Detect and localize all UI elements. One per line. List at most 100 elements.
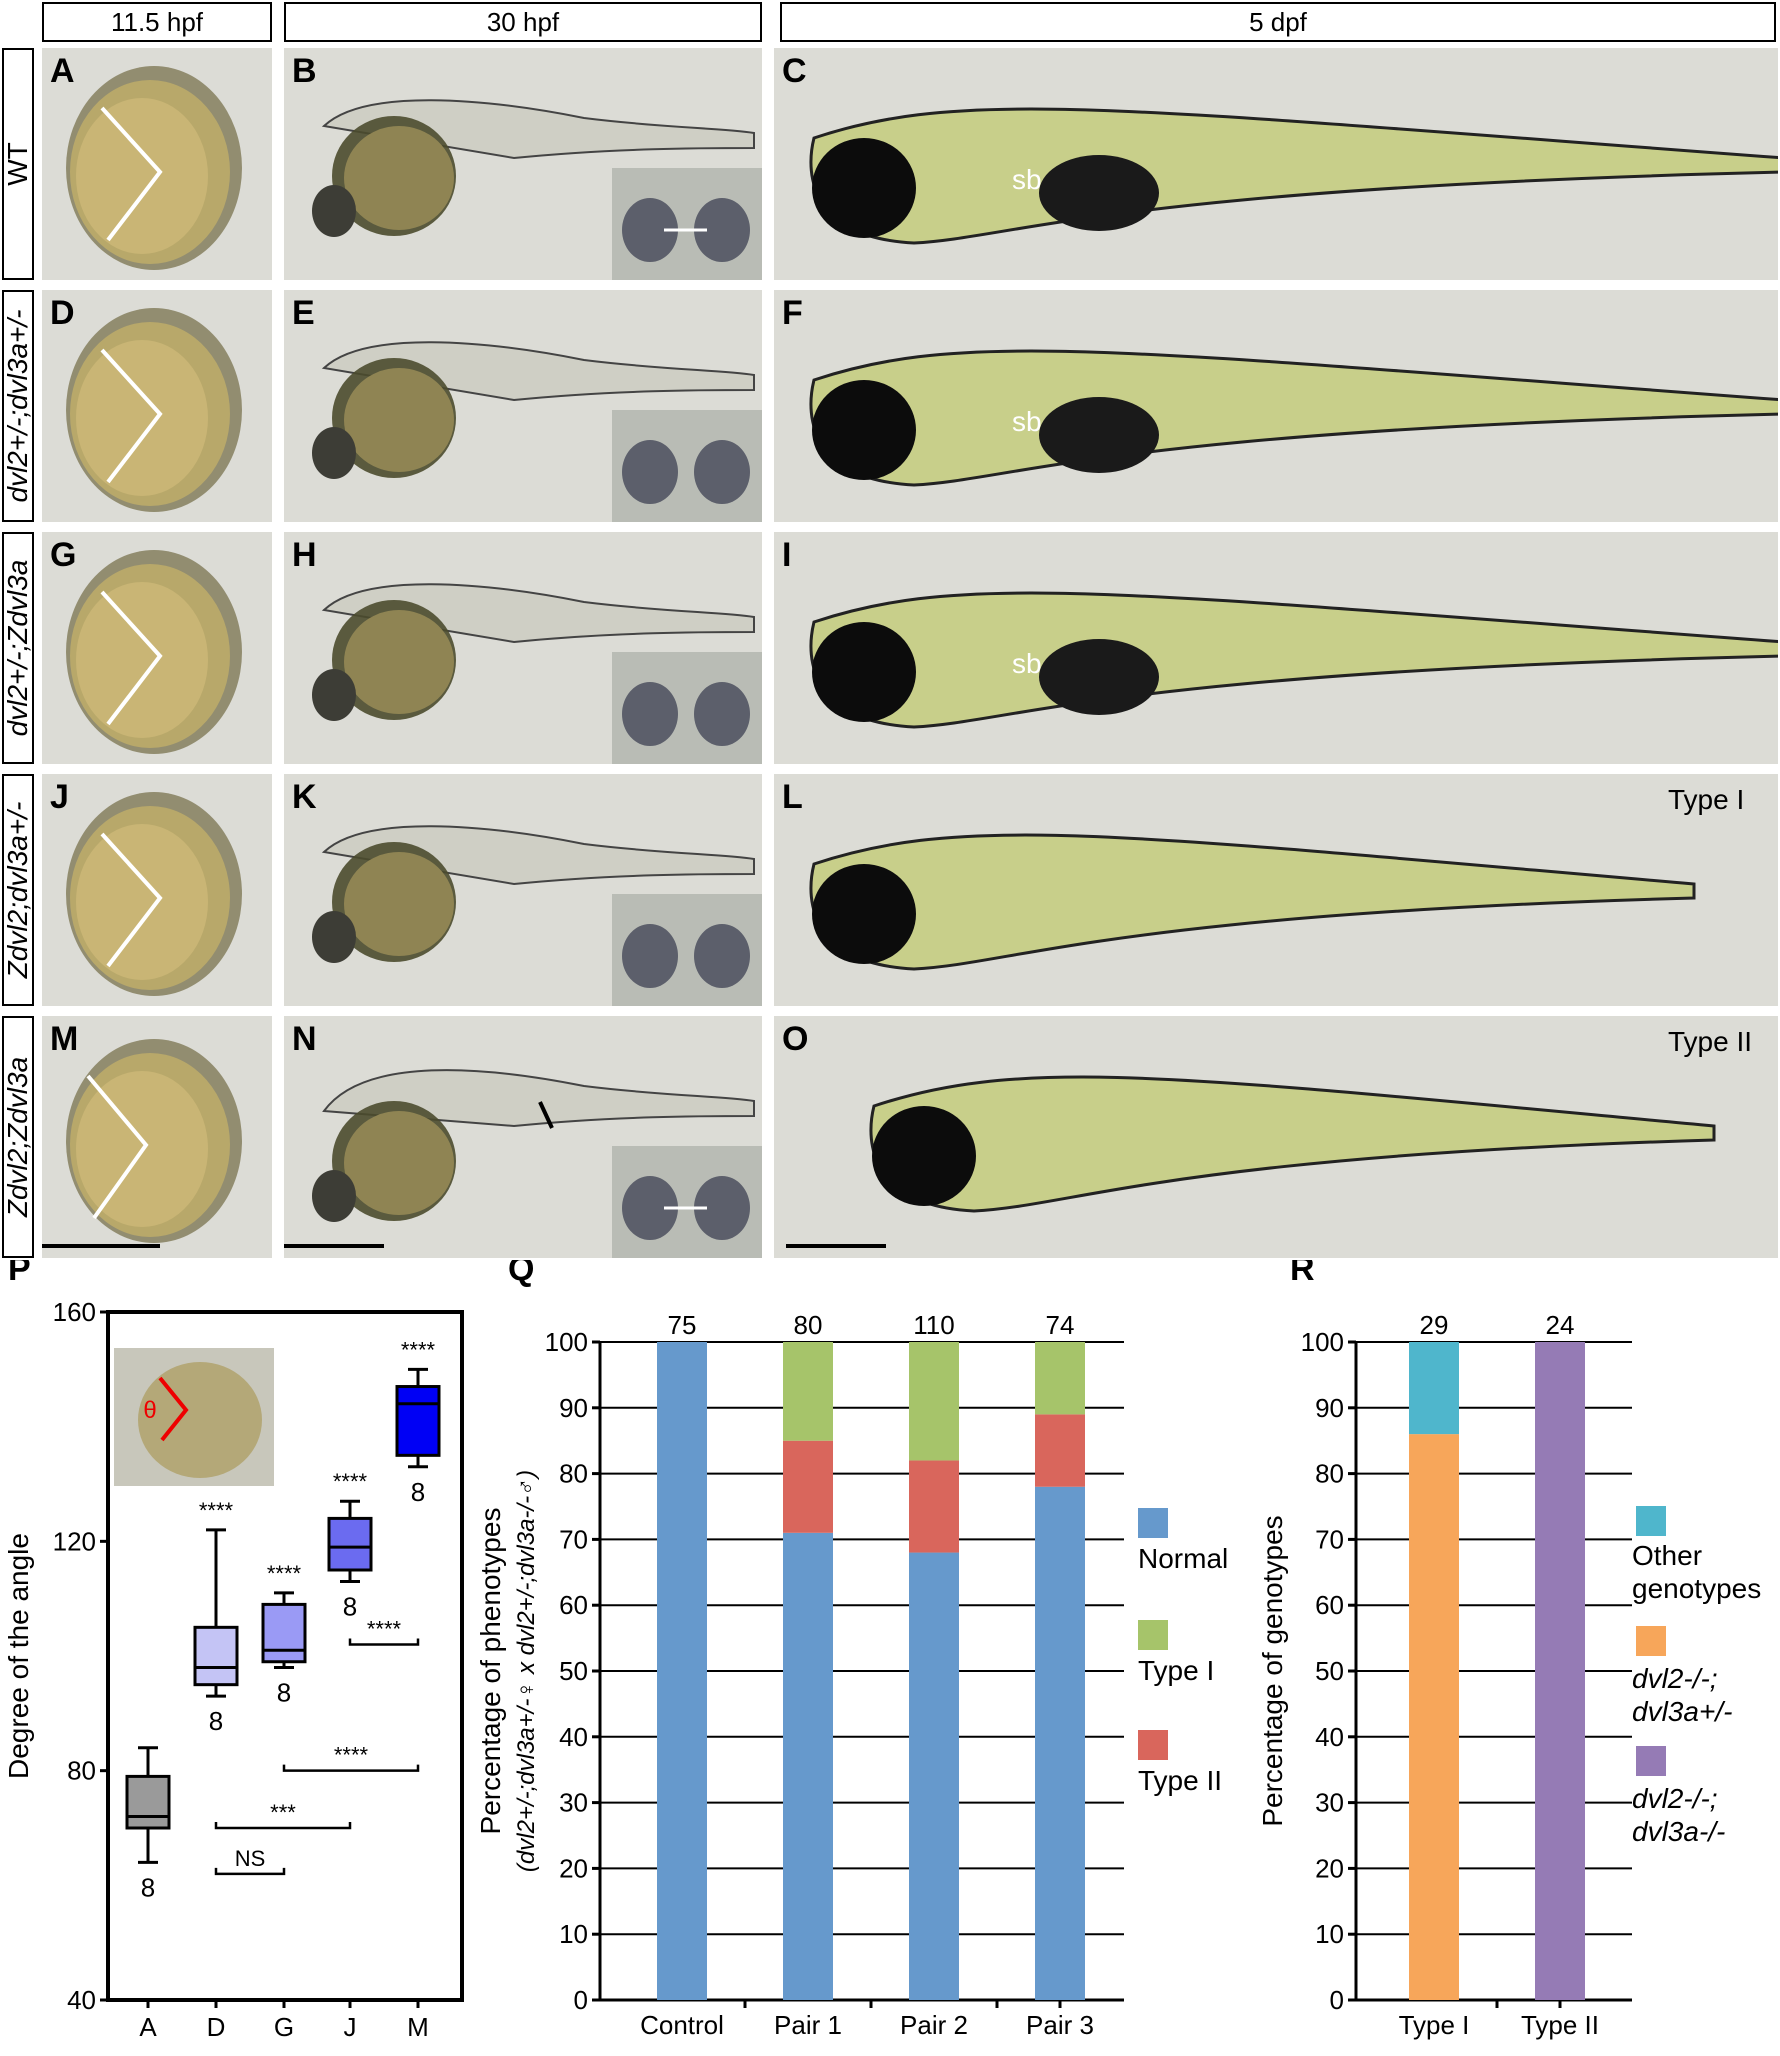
- row-label-double-het: dvl2+/-;dvl3a+/-: [2, 290, 34, 522]
- type-i-tag: Type I: [1668, 784, 1745, 815]
- y-tick-label: 50: [559, 1656, 588, 1686]
- comparison-bracket: [282, 1764, 420, 1772]
- y-tick-label: 10: [1315, 1919, 1344, 1949]
- legend-label: Normal: [1138, 1543, 1228, 1574]
- row-label-text: dvl2+/-;Zdvl3a: [2, 559, 33, 737]
- y-tick-label: 40: [1315, 1722, 1344, 1752]
- embryo-photo-f: [774, 290, 1778, 522]
- bar-total-label: 74: [1046, 1310, 1075, 1340]
- legend-label: Other: [1632, 1540, 1702, 1571]
- row-label-text: Zdvl2;Zdvl3a: [2, 1056, 33, 1218]
- y-tick-label: 0: [574, 1985, 588, 2015]
- panel-letter: C: [782, 52, 807, 90]
- row-label-text: WT: [2, 142, 33, 186]
- y-tick-label: 100: [545, 1327, 588, 1357]
- x-tick-label: Pair 1: [774, 2010, 842, 2040]
- y-tick-label: 90: [1315, 1393, 1344, 1423]
- row-label-text: Zdvl2;dvl3a+/-: [2, 801, 33, 979]
- panel-letter-p: P: [8, 1260, 31, 1288]
- header-11-5-hpf: 11.5 hpf: [42, 2, 272, 42]
- box-J: [327, 1516, 373, 1572]
- bar-total-label: 24: [1546, 1310, 1575, 1340]
- theta-symbol: θ: [143, 1397, 156, 1424]
- panel-letter: O: [782, 1020, 809, 1058]
- y-tick-label: 30: [1315, 1788, 1344, 1818]
- y-tick-label: 70: [1315, 1524, 1344, 1554]
- significance-stars: ****: [199, 1498, 234, 1523]
- panel-letter: I: [782, 536, 792, 574]
- panel-letter: A: [50, 52, 75, 90]
- legend-swatch: [1636, 1746, 1666, 1776]
- panel-letter: B: [292, 52, 317, 90]
- comparison-label: ****: [334, 1743, 369, 1768]
- panel-letter: N: [292, 1020, 317, 1058]
- y-tick-label: 40: [67, 1985, 96, 2015]
- header-label: 5 dpf: [1249, 6, 1307, 37]
- y-tick-label: 0: [1330, 1985, 1344, 2015]
- box-D: [193, 1625, 239, 1687]
- panel-letter: F: [782, 294, 803, 332]
- row-label-wt: WT: [2, 48, 34, 280]
- box-A: [125, 1774, 171, 1830]
- panel-letter: L: [782, 778, 803, 816]
- inset-angle-lines: [158, 1376, 189, 1442]
- x-tick-label: Pair 2: [900, 2010, 968, 2040]
- y-tick-label: 100: [1301, 1327, 1344, 1357]
- embryo-photo-c: [774, 48, 1778, 280]
- swim-bladder-label: sb: [1012, 164, 1042, 195]
- box-n-label: 8: [277, 1677, 291, 1707]
- bar-total-label: 29: [1420, 1310, 1449, 1340]
- comparison-label: NS: [235, 1846, 266, 1871]
- x-tick-label: D: [207, 2012, 226, 2042]
- bar-segment: [657, 1342, 707, 2000]
- box-G: [261, 1602, 307, 1664]
- panel-letter-r: R: [1290, 1260, 1315, 1288]
- bar-segment: [909, 1342, 959, 1461]
- comparison-bracket: [214, 1822, 352, 1830]
- x-tick-label: G: [274, 2012, 294, 2042]
- embryo-photo-l: [774, 774, 1778, 1006]
- panel-letter: K: [292, 778, 317, 816]
- y-tick-label: 80: [67, 1756, 96, 1786]
- y-tick-label: 10: [559, 1919, 588, 1949]
- type-ii-tag: Type II: [1668, 1026, 1753, 1057]
- legend-label: genotypes: [1632, 1573, 1761, 1604]
- bar-segment: [783, 1532, 833, 2000]
- y-tick-label: 20: [559, 1853, 588, 1883]
- legend-label: dvl2-/-;: [1632, 1663, 1718, 1694]
- bar-segment: [1035, 1414, 1085, 1487]
- embryo-photo-o: [774, 1016, 1778, 1258]
- bar-segment: [1535, 1342, 1585, 2000]
- x-tick-label: Type I: [1399, 2010, 1470, 2040]
- panel-letter: M: [50, 1020, 79, 1058]
- legend-swatch: [1636, 1506, 1666, 1536]
- y-tick-label: 90: [559, 1393, 588, 1423]
- comparison-bracket: [348, 1638, 420, 1646]
- embryo-photo-h: [284, 532, 762, 764]
- y-tick-label: 60: [559, 1590, 588, 1620]
- panel-letter-q: Q: [508, 1260, 534, 1288]
- header-label: 11.5 hpf: [110, 6, 204, 37]
- legend-label: dvl3a+/-: [1632, 1696, 1732, 1727]
- x-tick-label: Control: [640, 2010, 724, 2040]
- panel-letter: D: [50, 294, 75, 332]
- y-axis-label-2: (dvl2+/-;dvl3a+/-♀ x dvl2+/-;dvl3a-/-♂): [513, 1470, 540, 1872]
- swim-bladder-label: sb: [1012, 406, 1042, 437]
- bar-segment: [909, 1460, 959, 1553]
- significance-stars: ****: [267, 1561, 302, 1586]
- box-M: [395, 1385, 441, 1457]
- header-label: 30 hpf: [486, 6, 560, 37]
- row-label-text: dvl2+/-;dvl3a+/-: [2, 309, 33, 503]
- row-label-zdvl2-zdvl3a: Zdvl2;Zdvl3a: [2, 1016, 34, 1258]
- embryo-photo-e: [284, 290, 762, 522]
- bar-segment: [1409, 1342, 1459, 1435]
- y-tick-label: 160: [53, 1297, 96, 1327]
- y-tick-label: 20: [1315, 1853, 1344, 1883]
- legend-label: dvl2-/-;: [1632, 1783, 1718, 1814]
- y-tick-label: 50: [1315, 1656, 1344, 1686]
- comparison-label: ****: [367, 1617, 402, 1642]
- header-5-dpf: 5 dpf: [780, 2, 1776, 42]
- x-tick-label: Type II: [1521, 2010, 1599, 2040]
